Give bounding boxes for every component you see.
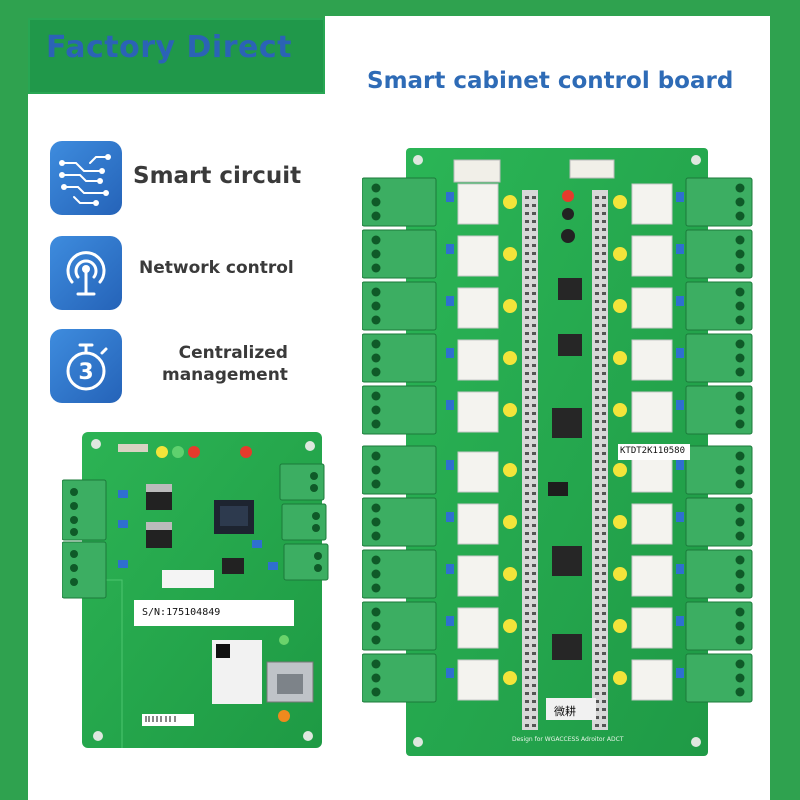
status-led — [613, 299, 627, 313]
screw-terminal — [361, 385, 437, 435]
screw-terminal — [361, 497, 437, 547]
status-led — [503, 299, 517, 313]
screw-terminal — [361, 601, 437, 651]
status-led — [503, 195, 517, 209]
relay — [457, 503, 499, 545]
left-green-border — [0, 0, 28, 800]
product-headline: Smart cabinet control board — [367, 68, 734, 94]
relay — [631, 287, 673, 329]
relay — [457, 555, 499, 597]
relay — [631, 659, 673, 701]
antenna-icon — [50, 236, 122, 310]
factory-direct-badge — [28, 18, 325, 94]
screw-terminal — [685, 653, 753, 703]
board-tag-label: KTDT2K110580 — [620, 446, 686, 456]
relay — [457, 339, 499, 381]
relay — [457, 607, 499, 649]
status-led — [613, 515, 627, 529]
screw-terminal — [685, 601, 753, 651]
screw-terminal — [361, 445, 437, 495]
relay — [457, 235, 499, 277]
status-led — [613, 403, 627, 417]
status-led — [503, 247, 517, 261]
screw-terminal — [685, 445, 753, 495]
svg-text:3: 3 — [78, 360, 93, 385]
feature-label-line-2: management — [162, 365, 288, 385]
headline-panel — [325, 16, 770, 92]
status-led — [613, 619, 627, 633]
status-led — [503, 463, 517, 477]
screw-terminal — [685, 281, 753, 331]
screw-terminal — [685, 497, 753, 547]
relay — [457, 287, 499, 329]
relay — [457, 451, 499, 493]
screw-terminal — [685, 229, 753, 279]
relay — [457, 183, 499, 225]
relay — [631, 503, 673, 545]
screw-terminal — [361, 333, 437, 383]
board-design-caption: Design for WGACCESS Adroitor ADCT — [512, 736, 624, 743]
large-cabinet-board-photo: KTDT2K110580 微耕 Design for WGACCESS Adro… — [361, 138, 754, 760]
right-green-border — [770, 0, 800, 800]
status-led — [503, 515, 517, 529]
status-led — [613, 195, 627, 209]
screw-terminal — [685, 385, 753, 435]
relay — [631, 235, 673, 277]
status-led — [613, 671, 627, 685]
feature-label-centralized-management: Centralized management — [162, 342, 288, 386]
status-led — [503, 403, 517, 417]
relay — [457, 391, 499, 433]
stopwatch-icon: 3 — [50, 329, 122, 403]
screw-terminal — [361, 549, 437, 599]
status-led — [503, 619, 517, 633]
relay — [457, 659, 499, 701]
status-led — [613, 351, 627, 365]
screw-terminal — [685, 549, 753, 599]
feature-label-network-control: Network control — [139, 258, 294, 278]
status-led — [503, 671, 517, 685]
relay — [631, 183, 673, 225]
screw-terminal — [361, 653, 437, 703]
screw-terminal — [361, 177, 437, 227]
maker-label: 微耕 — [554, 705, 576, 718]
relay — [631, 339, 673, 381]
feature-label-smart-circuit: Smart circuit — [133, 163, 302, 189]
status-led — [503, 567, 517, 581]
status-led — [613, 463, 627, 477]
screw-terminal — [361, 229, 437, 279]
screw-terminal — [361, 281, 437, 331]
relay — [631, 607, 673, 649]
feature-label-line-1: Centralized — [178, 343, 288, 363]
screw-terminal — [685, 177, 753, 227]
factory-direct-text: Factory Direct — [46, 30, 292, 65]
status-led — [613, 247, 627, 261]
relay — [631, 391, 673, 433]
screw-terminal — [685, 333, 753, 383]
serial-number-label: S/N:175104849 — [142, 607, 221, 618]
circuit-icon — [50, 141, 122, 215]
relay — [631, 555, 673, 597]
status-led — [503, 351, 517, 365]
status-led — [613, 567, 627, 581]
small-controller-board-photo: S/N:175104849 — [61, 430, 332, 750]
